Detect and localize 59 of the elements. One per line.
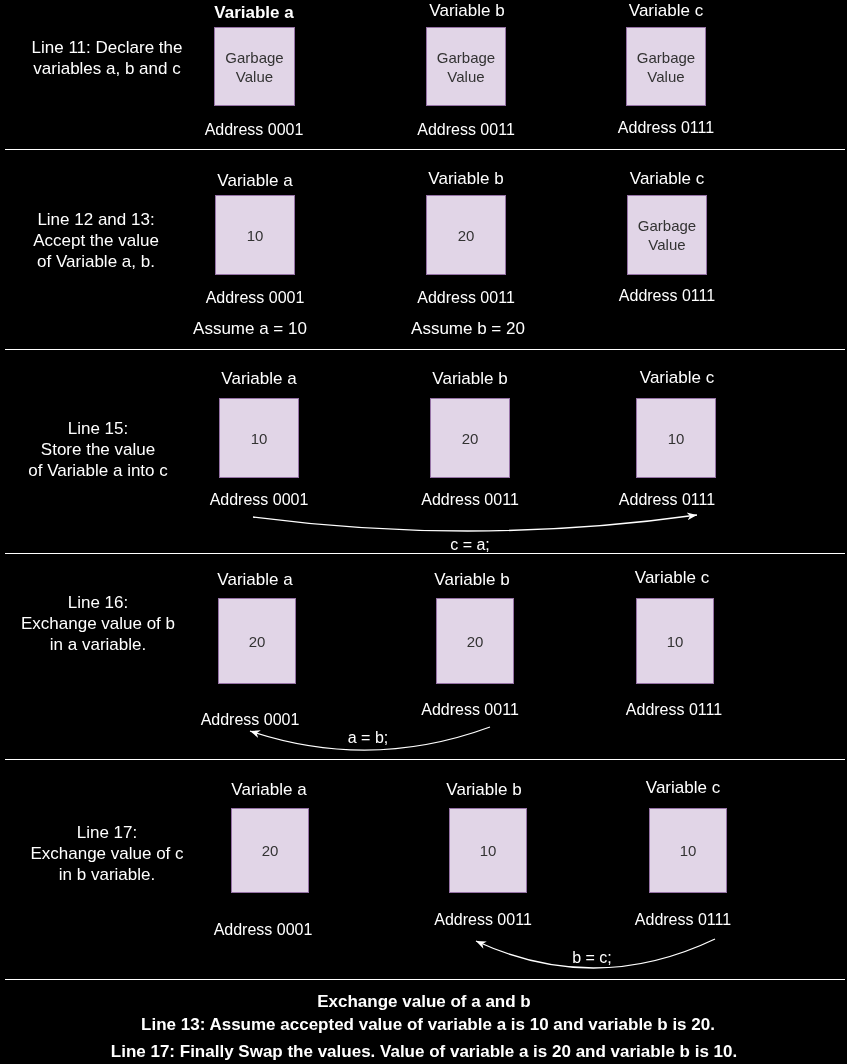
- variable-name: Variable c: [639, 368, 715, 388]
- variable-name: Variable c: [634, 568, 710, 588]
- variable-name: Variable c: [645, 778, 721, 798]
- address-label: Address 0011: [417, 287, 515, 307]
- memory-box: 10: [649, 808, 727, 893]
- variable-name: Variable b: [428, 169, 504, 189]
- assumption-note: Assume a = 10: [193, 318, 307, 338]
- address-label: Address 0011: [421, 489, 519, 509]
- variable-name: Variable c: [629, 169, 705, 189]
- variable-name: Variable b: [432, 369, 508, 389]
- variable-name: Variable b: [434, 570, 510, 590]
- memory-box: 20: [218, 598, 296, 684]
- memory-box: 10: [449, 808, 527, 893]
- variable-name: Variable a: [231, 780, 307, 800]
- variable-name: Variable a: [217, 570, 293, 590]
- diagram-caption: Exchange value of a and b: [317, 990, 531, 1012]
- variable-name: Variable b: [429, 1, 505, 21]
- step-description: Line 17: Exchange value of c in b variable.: [30, 821, 184, 885]
- memory-box: Garbage Value: [426, 27, 506, 106]
- step-description: Line 11: Declare the variables a, b and c: [31, 37, 183, 79]
- variable-name: Variable b: [446, 780, 522, 800]
- step-description: Line 12 and 13: Accept the value of Variable a, b.: [33, 208, 159, 272]
- address-label: Address 0111: [617, 117, 715, 137]
- summary-note: Line 17: Finally Swap the values. Value of variable a is 20 and variable b is 10.: [110, 1040, 738, 1062]
- memory-box: 10: [219, 398, 299, 478]
- variable-name: Variable a: [217, 171, 293, 191]
- arrow: [475, 938, 716, 969]
- variable-name: Variable a: [221, 369, 297, 389]
- address-label: Address 0001: [200, 709, 300, 729]
- arrow: [252, 512, 698, 532]
- edge-label: b = c;: [570, 948, 614, 966]
- memory-box: Garbage Value: [626, 27, 706, 106]
- memory-box: 20: [426, 195, 506, 275]
- memory-box: 20: [231, 808, 309, 893]
- memory-box: 20: [436, 598, 514, 684]
- memory-box: 10: [636, 398, 716, 478]
- assumption-note: Assume b = 20: [411, 318, 525, 338]
- address-label: Address 0001: [204, 119, 304, 139]
- address-label: Address 0011: [421, 699, 519, 719]
- address-label: Address 0001: [209, 489, 309, 509]
- summary-note: Line 13: Assume accepted value of variable a is 10 and variable b is 20.: [141, 1013, 715, 1035]
- memory-box: 20: [430, 398, 510, 478]
- step-description: Line 16: Exchange value of b in a variable.: [20, 591, 176, 655]
- address-label: Address 0111: [618, 285, 716, 305]
- memory-box: Garbage Value: [627, 195, 707, 275]
- memory-box: Garbage Value: [214, 27, 295, 106]
- address-label: Address 0011: [417, 119, 515, 139]
- arrow: [249, 726, 491, 751]
- address-label: Address 0111: [634, 909, 732, 929]
- variable-name: Variable a: [214, 3, 294, 23]
- address-label: Address 0001: [213, 919, 313, 939]
- step-description: Line 15: Store the value of Variable a into c: [28, 417, 168, 481]
- address-label: Address 0111: [618, 489, 716, 509]
- variable-name: Variable c: [628, 1, 704, 21]
- address-label: Address 0111: [625, 699, 723, 719]
- address-label: Address 0001: [205, 287, 305, 307]
- memory-box: 10: [636, 598, 714, 684]
- memory-box: 10: [215, 195, 295, 275]
- address-label: Address 0011: [434, 909, 532, 929]
